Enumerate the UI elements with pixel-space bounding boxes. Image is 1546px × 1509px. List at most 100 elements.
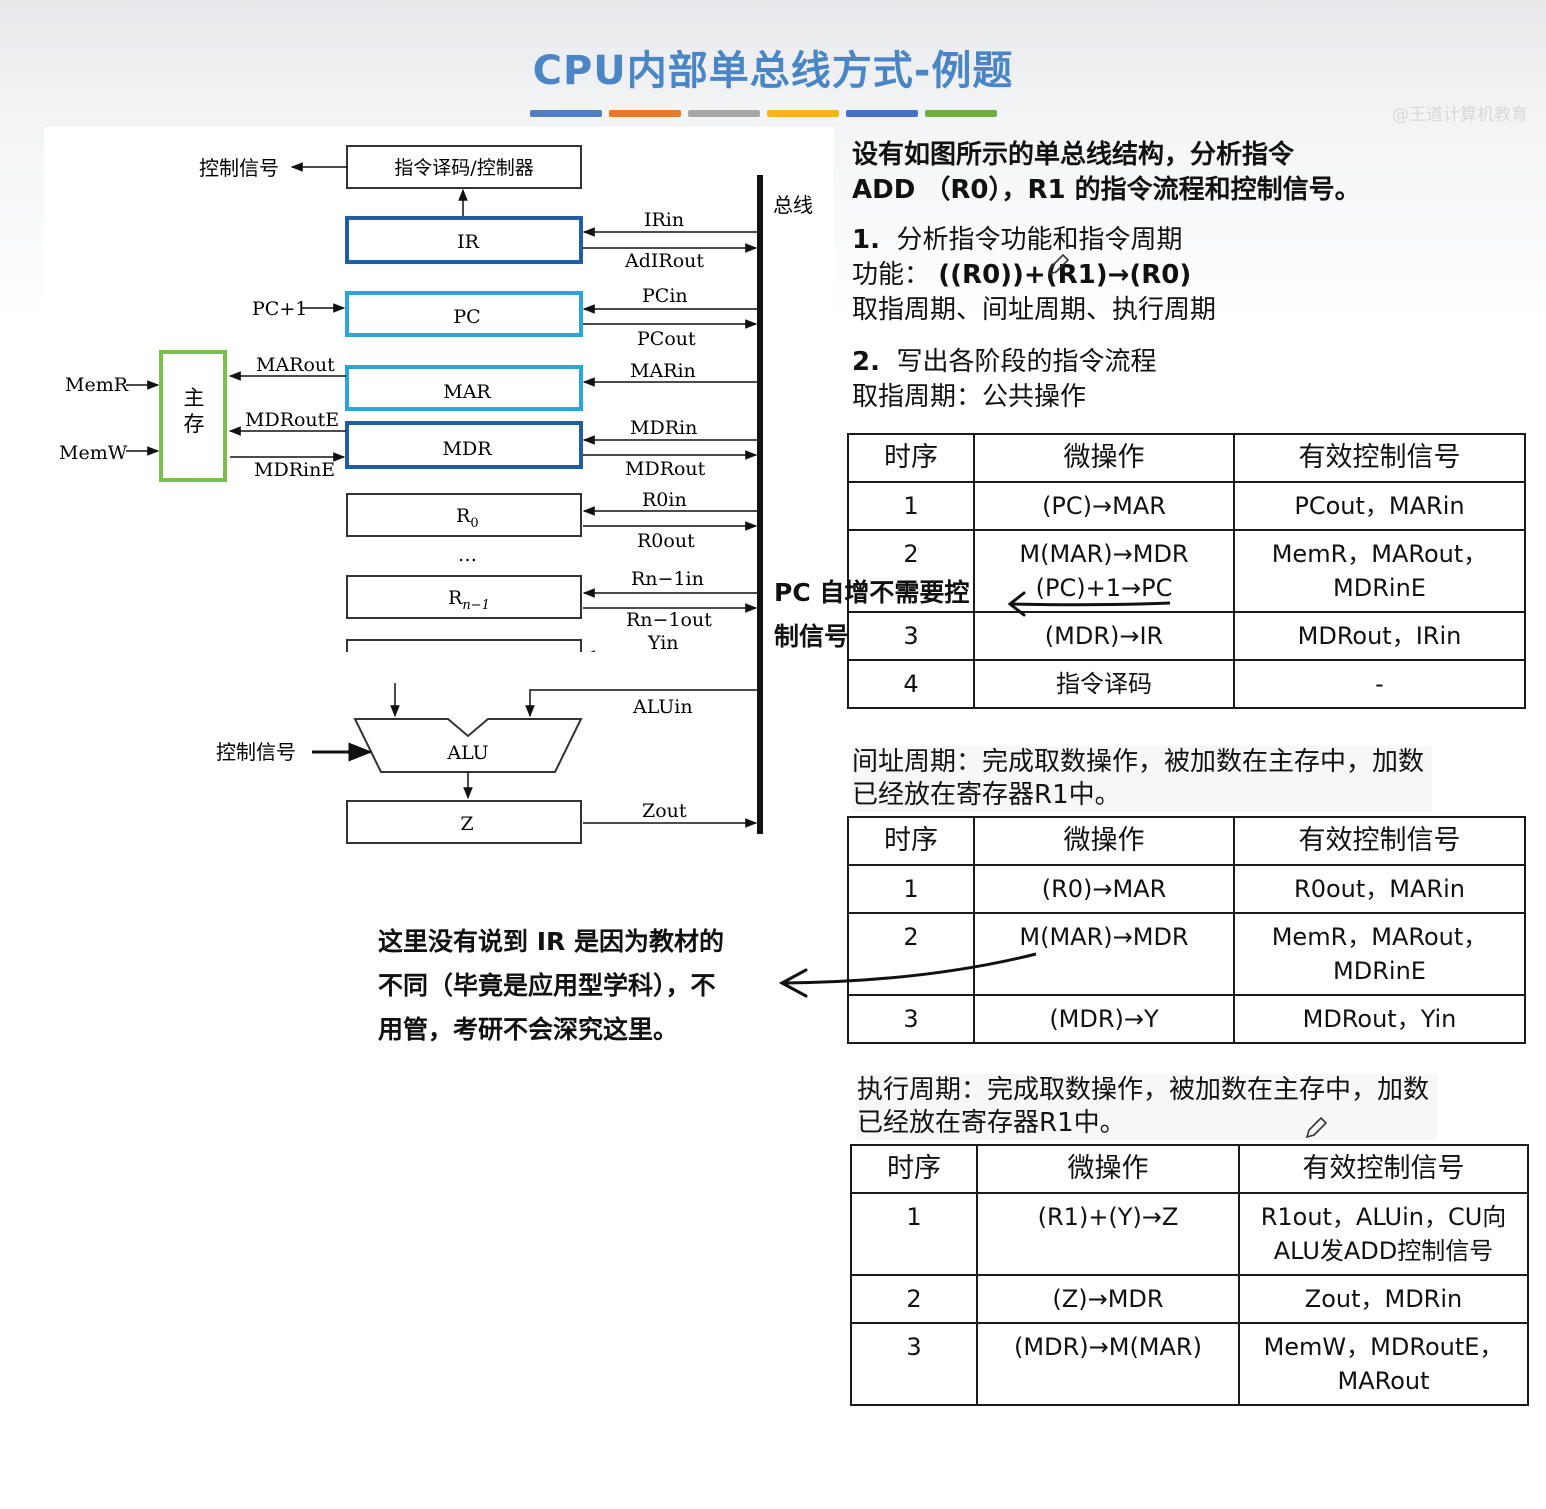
execute-description: 执行周期：完成取数操作，被加数在主存中，加数 已经放在寄存器R1中。 bbox=[857, 1074, 1438, 1140]
rn1-register bbox=[346, 575, 582, 619]
micro-op-cell: (MDR)→IR bbox=[973, 611, 1235, 661]
micro-op-cell: (Z)→MDR bbox=[976, 1274, 1240, 1324]
control-signal-line: ALU发ADD控制信号 bbox=[1273, 1237, 1494, 1265]
control-signal-cell: MDRout，Yin bbox=[1233, 994, 1526, 1044]
micro-op-line: (MDR)→M(MAR) bbox=[1014, 1333, 1202, 1361]
ir-label: IR bbox=[457, 231, 480, 253]
table-row: 3(MDR)→M(MAR)MemW，MDRoutE，MARout bbox=[850, 1322, 1529, 1406]
seq-cell: 3 bbox=[847, 994, 975, 1044]
z-register bbox=[346, 800, 582, 844]
color-bar bbox=[688, 110, 760, 117]
color-bar bbox=[609, 110, 681, 117]
ir-explanation-note: 这里没有说到 IR 是因为教材的 不同（毕竟是应用型学科），不 用管，考研不会深… bbox=[378, 920, 724, 1052]
control-signal-line: MemR，MARout， bbox=[1271, 923, 1488, 951]
micro-op-cell: (R1)+(Y)→Z bbox=[976, 1192, 1240, 1276]
micro-op-cell: (R0)→MAR bbox=[973, 864, 1235, 914]
pen-cursor-icon bbox=[1047, 253, 1070, 276]
color-bar bbox=[767, 110, 839, 117]
execute-desc-1: 执行周期：完成取数操作，被加数在主存中，加数 bbox=[857, 1075, 1430, 1105]
signal-pcout: PCout bbox=[637, 328, 696, 350]
execute-table-body: 1(R1)+(Y)→Z R1out，ALUin，CU向 ALU发ADD控制信号 2(Z… bbox=[850, 1192, 1529, 1406]
pc-note-line-2: 制信号 bbox=[774, 622, 850, 651]
control-signal-line: MDRinE bbox=[1333, 574, 1426, 602]
main-memory-label-bottom: 存 bbox=[184, 412, 205, 436]
mar-label: MAR bbox=[443, 381, 491, 403]
pc-increment-note: PC 自增不需要控 制信号 bbox=[774, 571, 969, 659]
pc-label: PC bbox=[453, 306, 480, 328]
signal-yin: Yin bbox=[647, 632, 679, 652]
watermark: @王道计算机教育 bbox=[1392, 105, 1528, 125]
seq-cell: 3 bbox=[847, 611, 975, 661]
seq-cell: 2 bbox=[847, 529, 975, 613]
pc-note-line-1: PC 自增不需要控 bbox=[774, 578, 970, 607]
ir-note-line-2: 不同（毕竟是应用型学科），不 bbox=[378, 971, 716, 1000]
control-signal-cell: MemW，MDRoutE， MARout bbox=[1238, 1322, 1529, 1406]
indirect-description: 间址周期：完成取数操作，被加数在主存中，加数 已经放在寄存器R1中。 bbox=[852, 746, 1433, 812]
col-header-signals: 有效控制信号 bbox=[1233, 816, 1526, 866]
alu-svg: ALUin ALU 控制信号 Z Zout bbox=[216, 652, 763, 844]
control-signal-line: MDRout，IRin bbox=[1297, 622, 1462, 650]
pc-register bbox=[345, 291, 583, 337]
single-bus-diagram: 总线 指令译码/控制器 控制信号 IR IRin AdIRout PC PC+1… bbox=[44, 127, 834, 833]
control-signal-cell: R1out，ALUin，CU向 ALU发ADD控制信号 bbox=[1238, 1192, 1529, 1276]
seq-cell: 2 bbox=[847, 912, 975, 996]
section-2-heading: 写出各阶段的指令流程 bbox=[896, 347, 1157, 377]
micro-op-line: (MDR)→Y bbox=[1049, 1005, 1159, 1033]
control-signal-cell: PCout，MARin bbox=[1233, 481, 1526, 531]
pc-plus-one: PC+1 bbox=[252, 298, 307, 320]
seq-cell: 2 bbox=[850, 1274, 978, 1324]
section-2: 2. 写出各阶段的指令流程 取指周期：公共操作 bbox=[852, 345, 1157, 415]
control-signal-cell: R0out，MARin bbox=[1233, 864, 1526, 914]
micro-op-line: (PC)+1→PC bbox=[1035, 574, 1173, 602]
signal-mdrin: MDRin bbox=[630, 417, 697, 439]
seq-cell: 1 bbox=[850, 1192, 978, 1276]
control-signal-line: MARout bbox=[1337, 1367, 1430, 1395]
r0-register bbox=[346, 493, 582, 537]
section-1: 1. 分析指令功能和指令周期 功能： ((R0))+(R1)→(R0) 取指周期… bbox=[852, 223, 1216, 328]
col-header-micro: 微操作 bbox=[973, 433, 1235, 483]
micro-op-cell: (MDR)→Y bbox=[973, 994, 1235, 1044]
micro-op-cell: M(MAR)→MDR bbox=[973, 912, 1235, 996]
control-signal-alu: 控制信号 bbox=[216, 740, 296, 764]
control-signal-cell: MemR，MARout， MDRinE bbox=[1233, 912, 1526, 996]
signal-zout: Zout bbox=[642, 800, 687, 822]
micro-op-cell: M(MAR)→MDR(PC)+1→PC bbox=[973, 529, 1235, 613]
instruction-decoder-box bbox=[346, 145, 582, 189]
alu-label: ALU bbox=[446, 742, 488, 764]
color-bar bbox=[846, 110, 918, 117]
control-signal-line: R1out，ALUin，CU向 bbox=[1260, 1203, 1507, 1231]
control-signal-line: MemW，MDRoutE， bbox=[1263, 1333, 1504, 1361]
signal-mdrout: MDRout bbox=[625, 458, 706, 480]
problem-line-1: 设有如图所示的单总线结构，分析指令 bbox=[852, 140, 1295, 170]
register-ellipsis: … bbox=[458, 544, 477, 566]
col-header-seq: 时序 bbox=[847, 433, 975, 483]
section-1-heading: 分析指令功能和指令周期 bbox=[896, 225, 1183, 255]
control-signal-line: MDRinE bbox=[1333, 957, 1426, 985]
rn1-label: Rn−1 bbox=[448, 587, 490, 613]
mdr-register bbox=[345, 421, 583, 469]
alu-unit bbox=[353, 718, 583, 773]
pen-cursor-icon bbox=[1305, 1116, 1328, 1139]
control-signal-line: R0out，MARin bbox=[1294, 875, 1465, 903]
main-memory-box bbox=[159, 350, 227, 482]
table-row: 3 (MDR)→Y MDRout，Yin bbox=[847, 994, 1526, 1044]
signal-pcin: PCin bbox=[642, 285, 688, 307]
micro-op-line: (PC)→MAR bbox=[1042, 492, 1166, 520]
signal-marin: MARin bbox=[630, 360, 696, 382]
control-signal-line: - bbox=[1375, 670, 1384, 698]
signal-adirout: AdIRout bbox=[624, 250, 704, 272]
signal-aluin: ALUin bbox=[632, 696, 693, 718]
seq-cell: 1 bbox=[847, 481, 975, 531]
control-signal-cell: Zout，MDRin bbox=[1238, 1274, 1529, 1324]
bus-diagram-svg: 总线 指令译码/控制器 控制信号 IR IRin AdIRout PC PC+1… bbox=[59, 145, 813, 833]
bus-label: 总线 bbox=[773, 193, 813, 217]
seq-cell: 4 bbox=[847, 659, 975, 709]
col-header-signals: 有效控制信号 bbox=[1233, 433, 1526, 483]
table-row: 3(MDR)→IR MDRout，IRin bbox=[847, 611, 1526, 661]
mdr-label: MDR bbox=[443, 438, 493, 460]
